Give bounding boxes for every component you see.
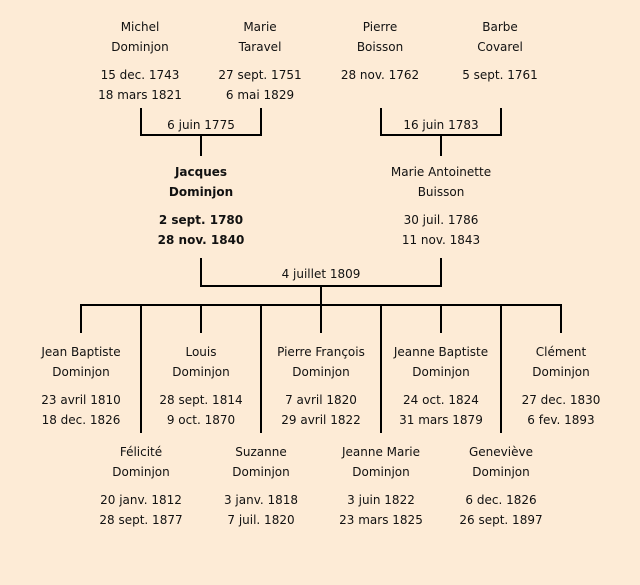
last-name: Boisson <box>356 40 404 54</box>
connector-line <box>560 304 562 333</box>
birth-date: 6 dec. 1826 <box>465 493 537 507</box>
connector-line <box>260 304 262 433</box>
connector-line <box>200 304 202 333</box>
birth-date: 7 avril 1820 <box>285 393 357 407</box>
birth-date: 27 sept. 1751 <box>218 68 302 82</box>
connector-line <box>80 304 82 333</box>
death-date: 6 mai 1829 <box>225 88 295 102</box>
death-date: 31 mars 1879 <box>399 413 483 427</box>
connector-line <box>320 285 322 305</box>
last-name: Taravel <box>238 40 282 54</box>
connector-line <box>140 108 142 136</box>
birth-date: 24 oct. 1824 <box>403 393 479 407</box>
marriage-date: 6 juin 1775 <box>167 118 235 132</box>
first-name: Jacques <box>174 165 228 179</box>
connector-line <box>440 258 442 287</box>
person-card: Pierre Boisson 28 nov. 1762 <box>320 17 440 85</box>
birth-date: 3 juin 1822 <box>347 493 415 507</box>
person-card: Marie Taravel 27 sept. 1751 6 mai 1829 <box>200 17 320 105</box>
death-date: 26 sept. 1897 <box>459 513 543 527</box>
first-name: Clément <box>535 345 587 359</box>
last-name: Dominjon <box>472 465 530 479</box>
birth-date: 23 avril 1810 <box>41 393 121 407</box>
first-name: Jeanne Marie <box>341 445 421 459</box>
connector-line <box>140 304 142 433</box>
first-name: Suzanne <box>235 445 287 459</box>
person-card: Jacques Dominjon 2 sept. 1780 28 nov. 18… <box>141 162 261 250</box>
connector-line <box>320 304 322 333</box>
last-name: Buisson <box>417 185 465 199</box>
connector-line <box>200 258 202 287</box>
first-name: Barbe <box>482 20 518 34</box>
connector-line <box>380 304 382 433</box>
birth-date: 28 sept. 1814 <box>159 393 243 407</box>
birth-date: 27 dec. 1830 <box>521 393 601 407</box>
person-card: Michel Dominjon 15 dec. 1743 18 mars 182… <box>80 17 200 105</box>
person-card: Louis Dominjon 28 sept. 1814 9 oct. 1870 <box>141 342 261 430</box>
first-name: Jean Baptiste <box>41 345 121 359</box>
last-name: Dominjon <box>532 365 590 379</box>
first-name: Pierre François <box>277 345 365 359</box>
last-name: Dominjon <box>52 365 110 379</box>
marriage-date: 16 juin 1783 <box>403 118 479 132</box>
marriage-date: 4 juillet 1809 <box>281 267 361 281</box>
person-card: Jeanne Marie Dominjon 3 juin 1822 23 mar… <box>321 442 441 530</box>
death-date: 28 sept. 1877 <box>99 513 183 527</box>
death-date: 18 mars 1821 <box>98 88 182 102</box>
person-card: Clément Dominjon 27 dec. 1830 6 fev. 189… <box>501 342 621 430</box>
death-date: 18 dec. 1826 <box>41 413 121 427</box>
first-name: Geneviève <box>469 445 533 459</box>
birth-date: 5 sept. 1761 <box>462 68 538 82</box>
connector-line <box>440 134 442 156</box>
birth-date: 15 dec. 1743 <box>100 68 180 82</box>
death-date: 6 fev. 1893 <box>527 413 595 427</box>
person-card: Pierre François Dominjon 7 avril 1820 29… <box>261 342 381 430</box>
first-name: Félicité <box>119 445 163 459</box>
last-name: Dominjon <box>232 465 290 479</box>
first-name: Pierre <box>362 20 398 34</box>
last-name: Covarel <box>477 40 523 54</box>
last-name: Dominjon <box>172 365 230 379</box>
person-card: Suzanne Dominjon 3 janv. 1818 7 juil. 18… <box>201 442 321 530</box>
first-name: Jeanne Baptiste <box>393 345 489 359</box>
last-name: Dominjon <box>168 185 234 199</box>
death-date: 7 juil. 1820 <box>227 513 295 527</box>
connector-line <box>440 304 442 333</box>
first-name: Marie Antoinette <box>390 165 492 179</box>
birth-date: 28 nov. 1762 <box>340 68 420 82</box>
death-date: 23 mars 1825 <box>339 513 423 527</box>
connector-line <box>200 134 202 156</box>
connector-line <box>260 108 262 136</box>
death-date: 9 oct. 1870 <box>166 413 236 427</box>
last-name: Dominjon <box>112 465 170 479</box>
death-date: 28 nov. 1840 <box>157 233 245 247</box>
birth-date: 3 janv. 1818 <box>223 493 299 507</box>
connector-line <box>500 304 502 433</box>
birth-date: 30 juil. 1786 <box>403 213 479 227</box>
first-name: Marie <box>243 20 277 34</box>
death-date: 11 nov. 1843 <box>401 233 481 247</box>
birth-date: 2 sept. 1780 <box>158 213 244 227</box>
person-card: Félicité Dominjon 20 janv. 1812 28 sept.… <box>81 442 201 530</box>
person-card: Barbe Covarel 5 sept. 1761 <box>440 17 560 85</box>
person-card: Marie Antoinette Buisson 30 juil. 1786 1… <box>381 162 501 250</box>
birth-date: 20 janv. 1812 <box>100 493 182 507</box>
death-date: 29 avril 1822 <box>281 413 361 427</box>
last-name: Dominjon <box>412 365 470 379</box>
connector-line <box>500 108 502 136</box>
last-name: Dominjon <box>352 465 410 479</box>
connector-line <box>380 108 382 136</box>
person-card: Jean Baptiste Dominjon 23 avril 1810 18 … <box>21 342 141 430</box>
person-card: Jeanne Baptiste Dominjon 24 oct. 1824 31… <box>381 342 501 430</box>
first-name: Louis <box>185 345 217 359</box>
last-name: Dominjon <box>111 40 169 54</box>
person-card: Geneviève Dominjon 6 dec. 1826 26 sept. … <box>441 442 561 530</box>
first-name: Michel <box>120 20 160 34</box>
last-name: Dominjon <box>292 365 350 379</box>
